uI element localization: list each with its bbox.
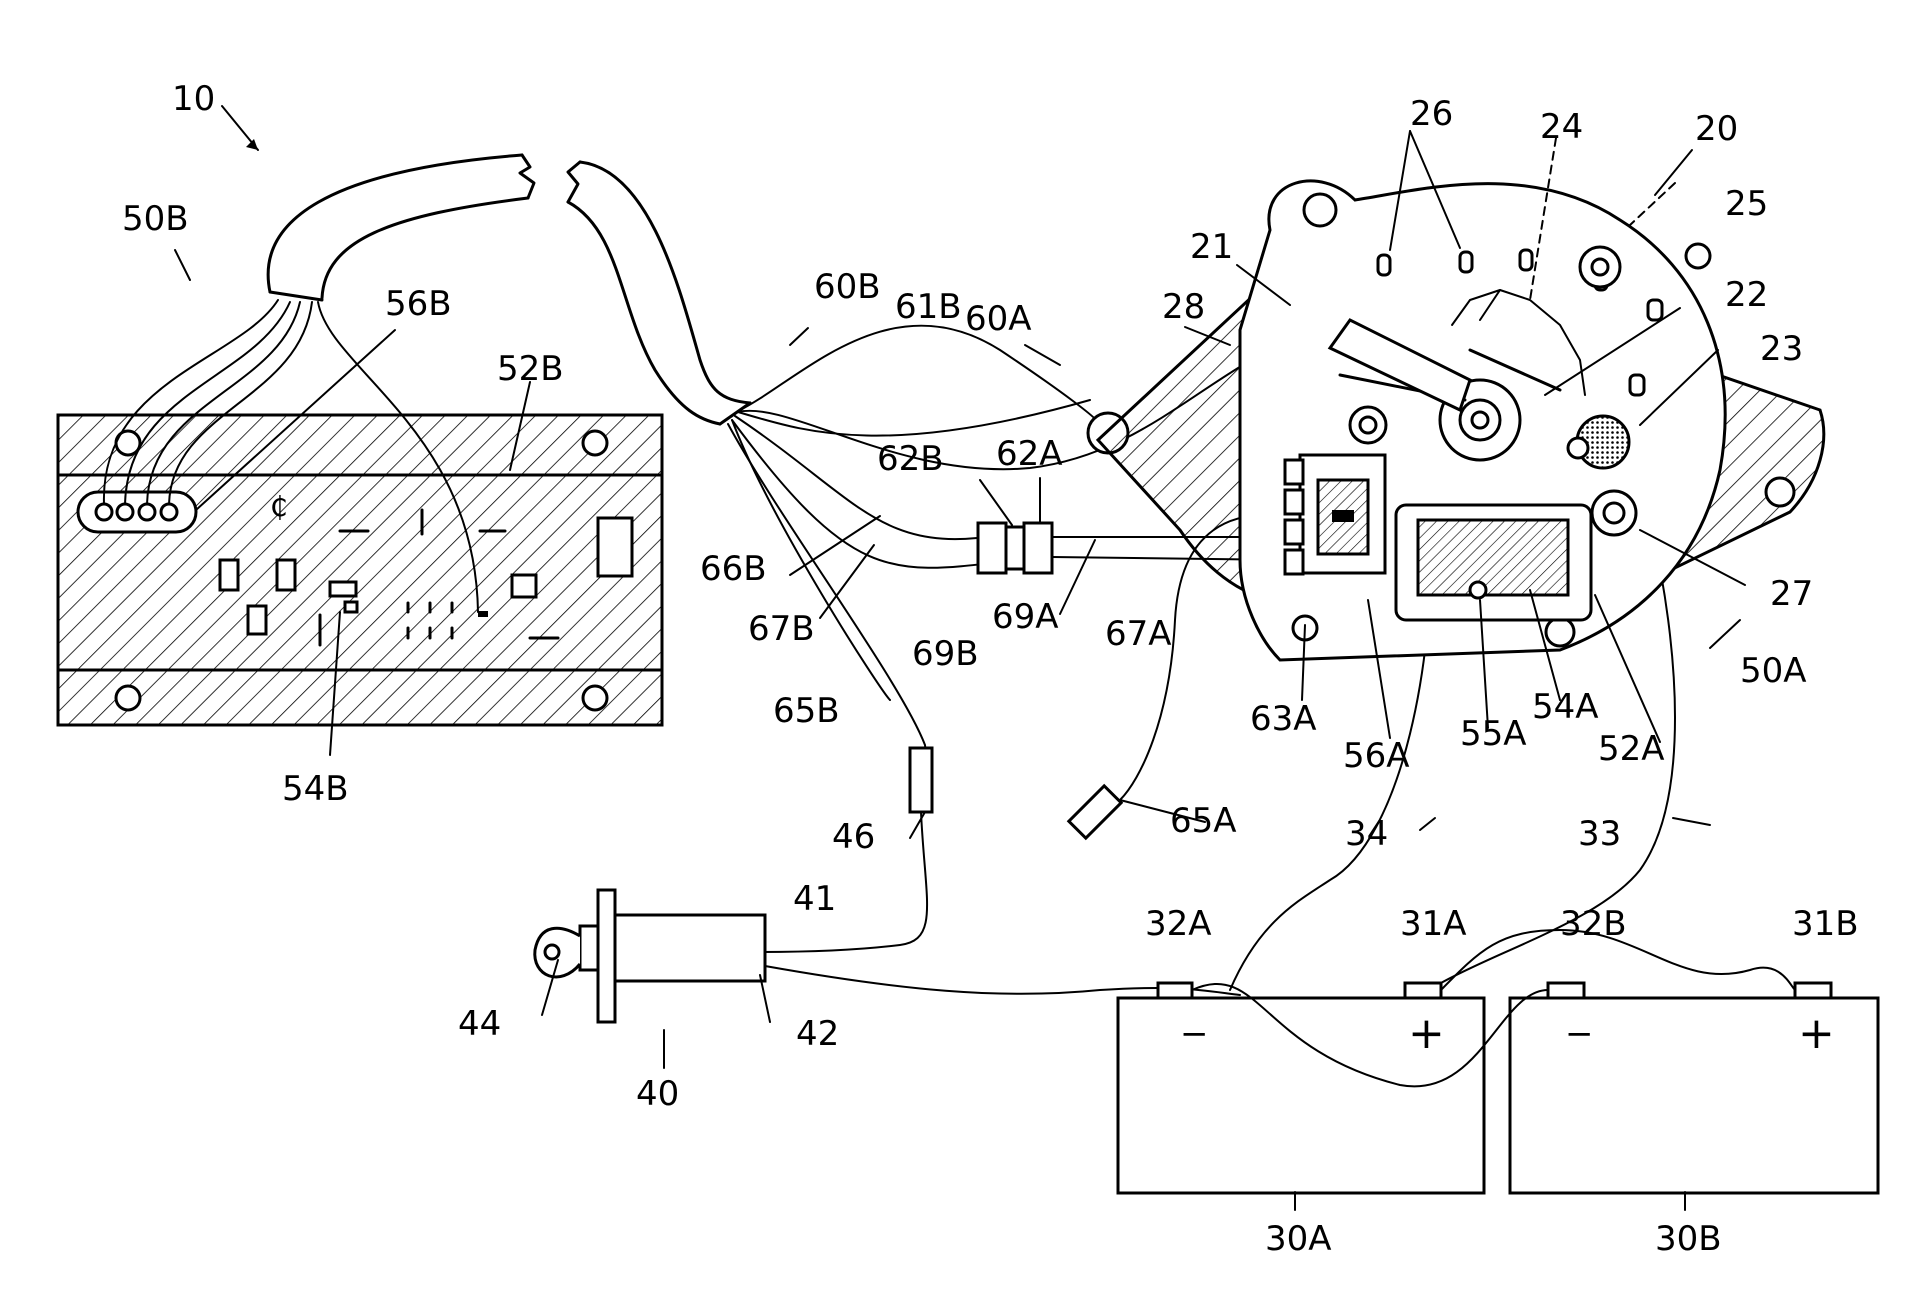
label-50a: 50A	[1740, 651, 1807, 691]
label-69a: 69A	[992, 597, 1059, 637]
wire-46	[759, 746, 934, 953]
label-33: 33	[1578, 814, 1621, 854]
svg-text:₵: ₵	[270, 490, 288, 523]
circuit-board-52b: ₵	[56, 413, 664, 727]
label-54b: 54B	[282, 769, 349, 809]
label-20: 20	[1695, 109, 1738, 149]
label-55a: 55A	[1460, 714, 1527, 754]
label-69b: 69B	[912, 634, 979, 674]
label-62a: 62A	[996, 434, 1063, 474]
label-46: 46	[832, 817, 875, 857]
battery-30a	[1116, 981, 1486, 1195]
label-32a: 32A	[1145, 904, 1212, 944]
reference-labels: 10 50B 56B 52B 54B 60B 61B 60A 62B 62A 6…	[122, 79, 1859, 1259]
label-28: 28	[1162, 287, 1205, 327]
label-62b: 62B	[877, 439, 944, 479]
label-52b: 52B	[497, 349, 564, 389]
label-40: 40	[636, 1074, 679, 1114]
label-56b: 56B	[385, 284, 452, 324]
label-30b: 30B	[1655, 1219, 1722, 1259]
label-30a: 30A	[1265, 1219, 1332, 1259]
cable-bundle-50b	[102, 153, 536, 613]
label-41: 41	[793, 879, 836, 919]
leader-lines	[174, 105, 1746, 1211]
label-23: 23	[1760, 329, 1803, 369]
label-27: 27	[1770, 574, 1813, 614]
label-34: 34	[1345, 814, 1388, 854]
label-54a: 54A	[1532, 687, 1599, 727]
label-31b: 31B	[1792, 904, 1859, 944]
label-60b: 60B	[814, 267, 881, 307]
label-66b: 66B	[700, 549, 767, 589]
label-21: 21	[1190, 227, 1233, 267]
label-22: 22	[1725, 275, 1768, 315]
label-32b: 32B	[1560, 904, 1627, 944]
label-24: 24	[1540, 107, 1583, 147]
alternator-20	[1095, 179, 1826, 662]
label-61b: 61B	[895, 287, 962, 327]
battery-30b	[1508, 981, 1880, 1195]
label-25: 25	[1725, 184, 1768, 224]
label-44: 44	[458, 1004, 501, 1044]
label-67a: 67A	[1105, 614, 1172, 654]
label-50b: 50B	[122, 199, 189, 239]
label-65b: 65B	[773, 691, 840, 731]
label-56a: 56A	[1343, 736, 1410, 776]
battery-b-minus: −	[1565, 1014, 1594, 1054]
label-42: 42	[796, 1014, 839, 1054]
label-31a: 31A	[1400, 904, 1467, 944]
label-26: 26	[1410, 94, 1453, 134]
battery-a-minus: −	[1180, 1014, 1209, 1054]
ignition-switch-40	[533, 888, 1241, 1024]
label-65a: 65A	[1170, 801, 1237, 841]
label-52a: 52A	[1598, 729, 1665, 769]
label-10: 10	[172, 79, 215, 119]
label-60a: 60A	[965, 299, 1032, 339]
label-63a: 63A	[1250, 699, 1317, 739]
battery-b-plus: +	[1798, 1008, 1835, 1059]
label-67b: 67B	[748, 609, 815, 649]
battery-a-plus: +	[1408, 1008, 1445, 1059]
